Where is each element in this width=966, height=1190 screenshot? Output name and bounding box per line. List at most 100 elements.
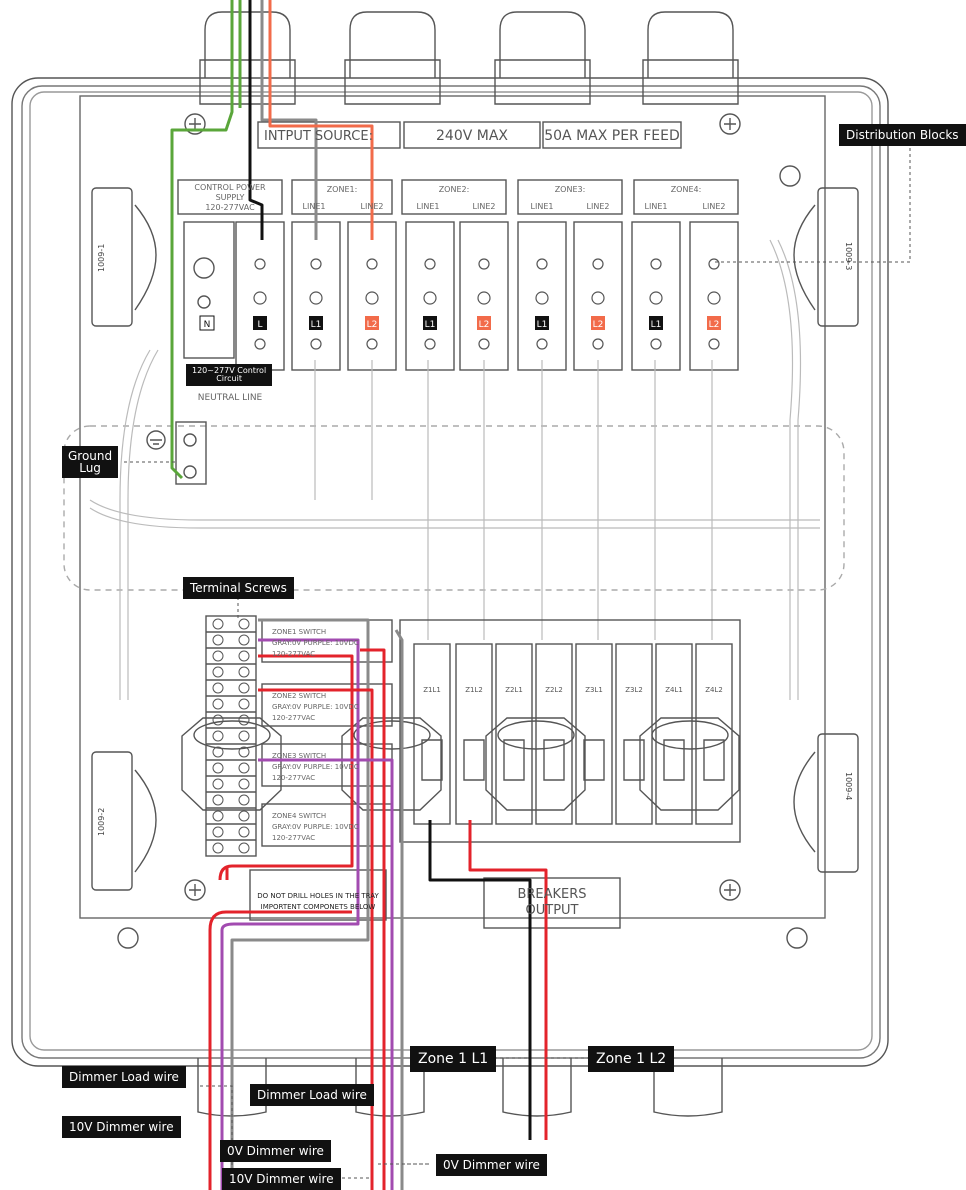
latch-label-1009-1: 1009-1 (97, 244, 106, 272)
dimmer-load-callout-mid: Dimmer Load wire (250, 1084, 374, 1106)
terminal-screw (212, 714, 224, 726)
block-screw (424, 338, 436, 350)
zone1-switch-title: ZONE1 SWITCH (272, 628, 326, 636)
block-tag: L2 (367, 320, 378, 330)
breaker-label: Z4L2 (705, 686, 723, 694)
latch-label-1009-2: 1009-2 (97, 808, 106, 836)
zone1-line2-input (268, 0, 374, 240)
breaker-label: Z3L2 (625, 686, 643, 694)
zone2-switch-voltage: 120-277VAC (272, 714, 315, 722)
block-tag-bg (423, 316, 437, 330)
control-circuit-line-1: 120~277V Control (192, 366, 267, 375)
terminal-screw (238, 666, 250, 678)
breakers-output-line-1: BREAKERS (517, 887, 586, 902)
terminal-screw (238, 682, 250, 694)
block-screw (424, 258, 436, 270)
distribution-blocks-leader (712, 142, 911, 263)
amperage-label: 50A MAX PER FEED (544, 128, 680, 144)
block-tag-bg (309, 316, 323, 330)
zone4-switch-voltage: 120-277VAC (272, 834, 315, 842)
block-tag-bg (535, 316, 549, 330)
block-tag-bg (591, 316, 605, 330)
terminal-screw (238, 762, 250, 774)
block-hole (591, 291, 605, 305)
voltage-label: 240V MAX (436, 128, 508, 144)
zone1-l2-output (468, 820, 548, 1140)
block-hole (477, 291, 491, 305)
terminal-screw (212, 666, 224, 678)
block-hole (423, 291, 437, 305)
zone1-l1-output (428, 820, 532, 1140)
zone1-line1: LINE1 (303, 202, 326, 211)
terminal-screw (238, 794, 250, 806)
cable-tray-outline (63, 425, 845, 591)
block-tag-bg (365, 316, 379, 330)
dimmer-10v-callout-mid: 10V Dimmer wire (222, 1168, 341, 1190)
terminal-screw (238, 826, 250, 838)
ground-lug-callout: Ground Lug (62, 446, 119, 478)
terminal-screw (212, 634, 224, 646)
control-power-line-1: CONTROL POWER (194, 183, 266, 192)
dimmer-load-wire-left (208, 910, 352, 1190)
terminal-screw (212, 746, 224, 758)
breaker-rail (399, 619, 741, 843)
terminal-screw (212, 810, 224, 822)
zone3-name: ZONE3: (555, 185, 586, 194)
block-screw (478, 338, 490, 350)
block-hole (535, 291, 549, 305)
terminal-screw (238, 714, 250, 726)
control-power-line-2: SUPPLY (216, 193, 245, 202)
block-screw (254, 258, 266, 270)
zone1-line1-input (260, 0, 318, 240)
zone4-line2: LINE2 (703, 202, 726, 211)
block-hole (253, 291, 267, 305)
zone3-switch-wires: GRAY:0V PURPLE: 10VDC (272, 763, 359, 771)
dimmer-0v-callout-mid: 0V Dimmer wire (220, 1140, 331, 1162)
ground-wire-green (170, 0, 234, 480)
block-hole (365, 291, 379, 305)
breakers (413, 643, 733, 825)
neutral-line-label: NEUTRAL LINE (198, 393, 263, 403)
terminal-screw (212, 842, 224, 854)
control-circuit-callout: 120~277V Control Circuit (186, 364, 273, 386)
zone3-switch-title: ZONE3 SWITCH (272, 752, 326, 760)
block-tag: L2 (593, 320, 604, 330)
control-power-line-3: 120-277VAC (205, 203, 255, 212)
block-screw (592, 338, 604, 350)
block-hole (649, 291, 663, 305)
block-tag: L (257, 320, 262, 330)
dimmer-load-callout-left: Dimmer Load wire (62, 1066, 186, 1088)
block-tag-bg (707, 316, 721, 330)
terminal-screw (238, 698, 250, 710)
block-hole (707, 291, 721, 305)
block-tag: L1 (425, 320, 436, 330)
terminal-screw (212, 682, 224, 694)
zone3-line2: LINE2 (587, 202, 610, 211)
terminal-screw (212, 730, 224, 742)
breaker-label: Z1L2 (465, 686, 483, 694)
block-tag-bg (253, 316, 267, 330)
dimmer-0v-wire-mid (394, 629, 404, 1190)
block-screw (650, 338, 662, 350)
terminal-screw (238, 650, 250, 662)
terminal-screw (212, 650, 224, 662)
ground-lug (146, 421, 207, 485)
ground-lug-line-2: Lug (79, 461, 101, 475)
warning-line-1: DO NOT DRILL HOLES IN THE TRAY (257, 892, 379, 900)
zone3-switch-voltage: 120-277VAC (272, 774, 315, 782)
zone3-line1: LINE1 (531, 202, 554, 211)
terminal-screw (238, 842, 250, 854)
block-tag: L2 (709, 320, 720, 330)
terminal-screw (212, 778, 224, 790)
breaker-label: Z2L2 (545, 686, 563, 694)
zone2-switch-wires: GRAY:0V PURPLE: 10VDC (272, 703, 359, 711)
zone1-switch-voltage: 120-277VAC (272, 650, 315, 658)
breakers-output-line-2: OUTPUT (526, 903, 579, 918)
block-tag: L1 (651, 320, 662, 330)
side-latches (91, 187, 859, 891)
terminal-screw (212, 618, 224, 630)
block-screw (254, 338, 266, 350)
dimmer-0v-callout-right: 0V Dimmer wire (436, 1154, 547, 1176)
terminal-screw (212, 794, 224, 806)
